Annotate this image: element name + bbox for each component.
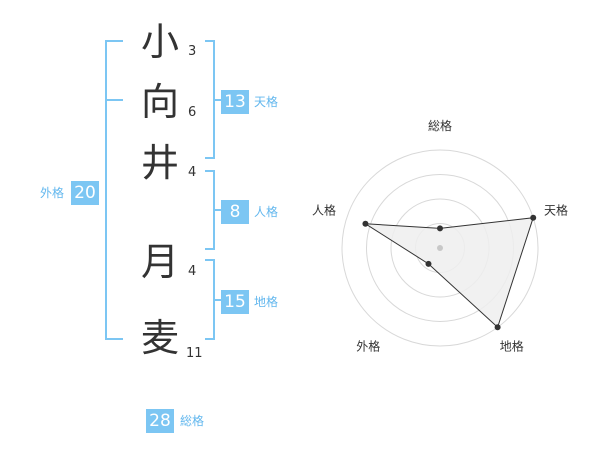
radar-point: [530, 214, 537, 221]
name-char-2: 向: [140, 80, 179, 124]
stroke-count-2: 6: [188, 105, 197, 120]
stroke-count-3: 4: [188, 165, 197, 180]
chikaku-bracket-top: [205, 259, 215, 261]
radar-area: [365, 217, 534, 329]
chikaku-bracket-bottom: [205, 338, 215, 340]
chikaku-value: 15: [221, 290, 249, 314]
stroke-count-1: 3: [188, 44, 197, 59]
name-char-1: 小: [140, 20, 179, 64]
chikaku-label: 地格: [254, 295, 279, 309]
jinkaku-value: 8: [221, 200, 249, 224]
radar-axis-label: 地格: [500, 339, 524, 354]
gaikaku-bracket-mid: [105, 99, 123, 101]
gaikaku-value: 20: [71, 181, 99, 205]
gaikaku-bracket-vertical: [105, 40, 107, 340]
tenkaku-bracket-top: [205, 40, 215, 42]
soukaku-value: 28: [146, 409, 174, 433]
radar-center-dot: [437, 245, 443, 251]
radar-axis-label: 外格: [356, 339, 380, 354]
soukaku-label: 総格: [180, 414, 205, 428]
jinkaku-bracket-top: [205, 170, 215, 172]
tenkaku-label: 天格: [254, 95, 279, 109]
tenkaku-bracket-bottom: [205, 157, 215, 159]
jinkaku-label: 人格: [254, 205, 279, 219]
radar-axis-label: 総格: [428, 118, 452, 133]
name-char-3: 井: [140, 141, 179, 185]
stroke-count-5: 11: [186, 346, 203, 361]
radar-point: [362, 220, 369, 227]
chikaku-connector: [213, 299, 222, 301]
stroke-count-4: 4: [188, 264, 197, 279]
gaikaku-label: 外格: [40, 186, 65, 200]
jinkaku-connector: [213, 209, 222, 211]
tenkaku-connector: [213, 99, 222, 101]
radar-point: [437, 225, 443, 232]
radar-axis-label: 人格: [312, 202, 336, 217]
gaikaku-bracket-bottom: [105, 338, 123, 340]
tenkaku-value: 13: [221, 90, 249, 114]
radar-point: [494, 324, 501, 331]
radar-axis-label: 天格: [544, 202, 568, 217]
name-char-5: 麦: [140, 316, 179, 360]
radar-ring: [341, 149, 539, 347]
jinkaku-bracket-bottom: [205, 248, 215, 250]
gaikaku-bracket-top: [105, 40, 123, 42]
name-char-4: 月: [140, 240, 179, 284]
radar-points: [362, 214, 537, 331]
radar-point: [425, 260, 432, 267]
